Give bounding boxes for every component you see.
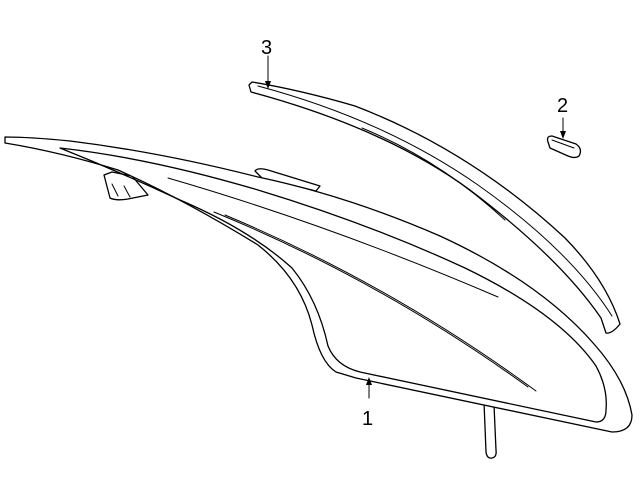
callout-label-3: 3 (261, 37, 272, 59)
molding-part-3 (248, 55, 621, 334)
callout-label-1: 1 (362, 408, 373, 430)
clip-part-2 (546, 117, 582, 159)
back-glass-part-1 (4, 136, 633, 459)
callout-label-2: 2 (557, 95, 568, 117)
